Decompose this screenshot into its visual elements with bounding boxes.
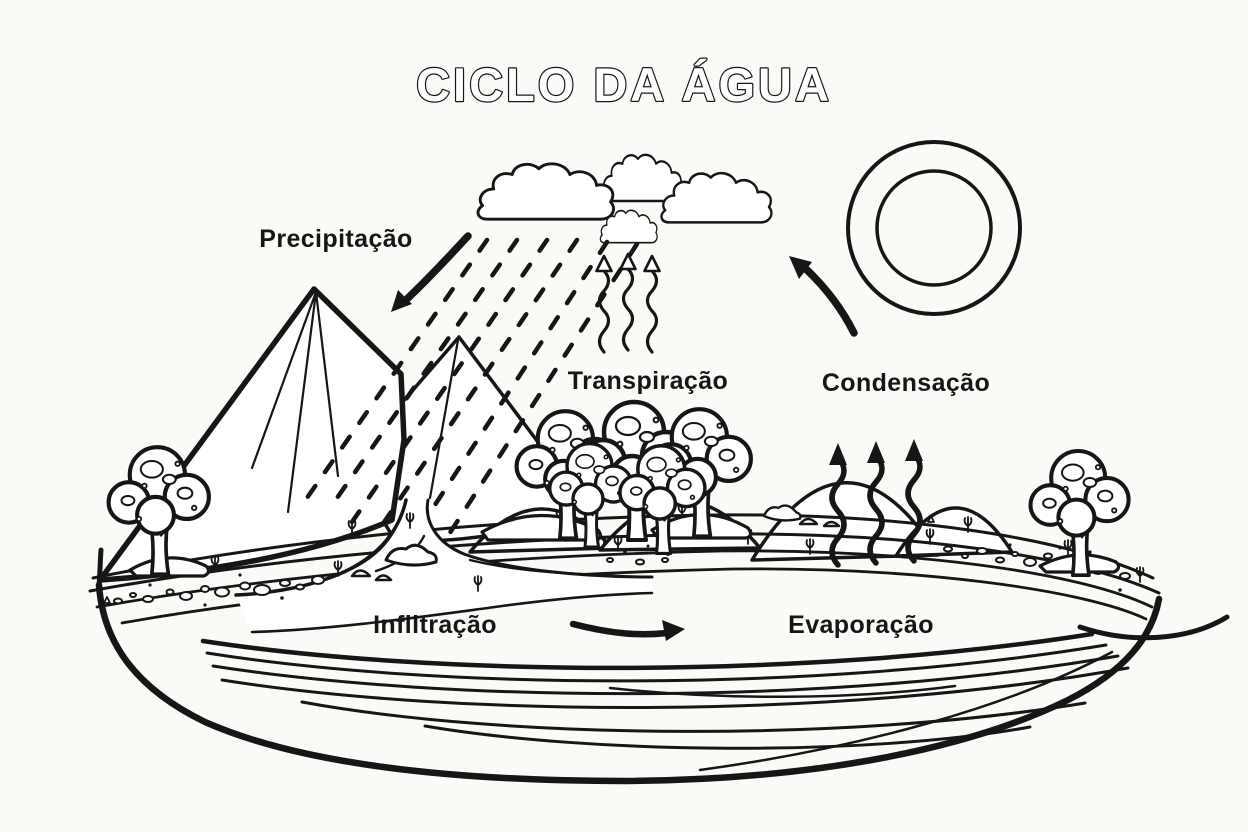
label-condensation: Condensação bbox=[822, 369, 990, 397]
label-evaporation: Evaporação bbox=[788, 611, 934, 639]
label-infiltration: Infiltração bbox=[373, 611, 497, 639]
cloud-icon bbox=[601, 153, 683, 203]
rocks-icon bbox=[350, 504, 841, 582]
river-icon bbox=[234, 498, 654, 634]
tree-group-icon bbox=[109, 402, 1129, 578]
condensation-arrow-icon bbox=[789, 256, 858, 337]
cloud-group-icon bbox=[476, 153, 773, 244]
rain-dashes-icon bbox=[299, 237, 640, 548]
label-precipitation: Precipitação bbox=[259, 225, 412, 253]
precipitation-arrow-icon bbox=[391, 232, 472, 312]
page-title: CICLO DA ÁGUA bbox=[416, 58, 832, 111]
sun-icon bbox=[846, 140, 1022, 316]
infiltration-arrow-icon bbox=[569, 620, 685, 641]
sprouts-icon bbox=[103, 503, 1145, 604]
label-transpiration: Transpiração bbox=[568, 367, 728, 395]
lake-icon bbox=[95, 581, 1230, 785]
transpiration-arrows-icon bbox=[594, 252, 662, 354]
cloud-icon bbox=[476, 162, 616, 221]
